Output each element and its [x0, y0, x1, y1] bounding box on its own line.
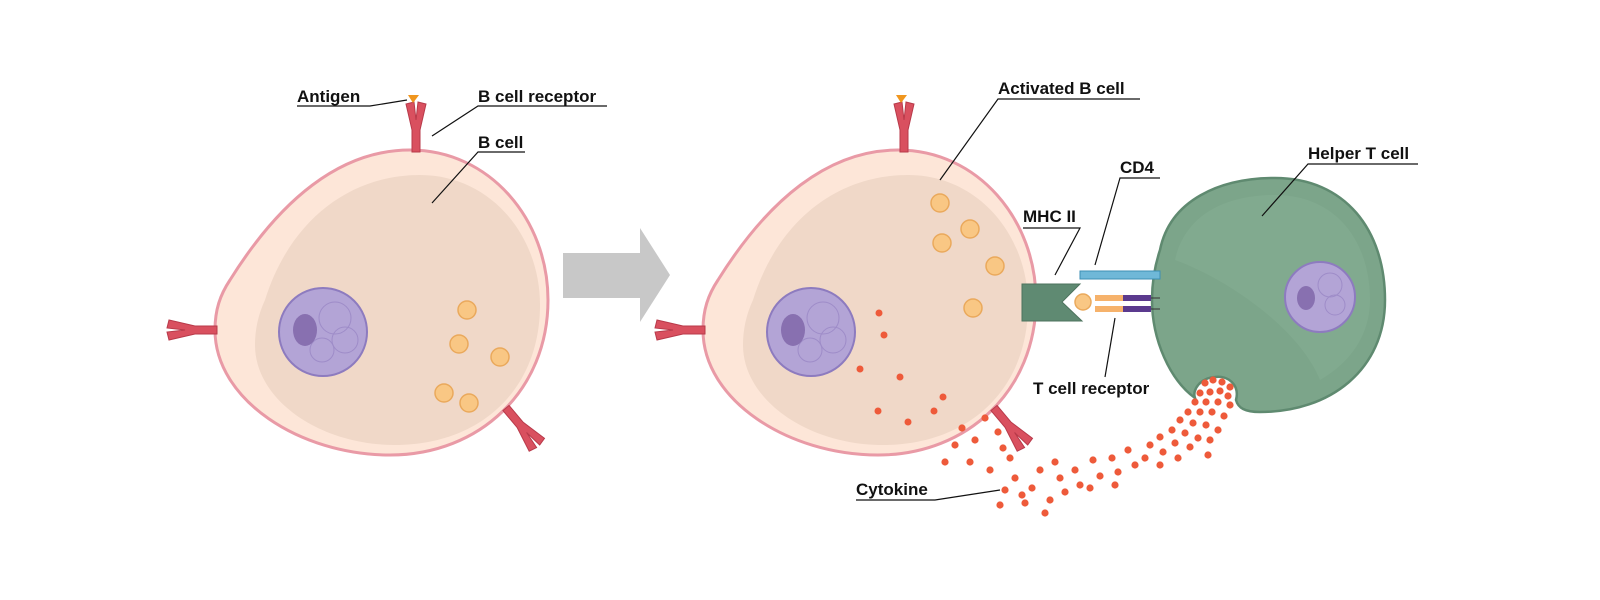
cytokine-dot: [999, 444, 1007, 452]
cytokine-dot: [1184, 408, 1192, 416]
label-mhc-ii: MHC II: [1023, 207, 1076, 226]
cytokine-dot: [971, 436, 979, 444]
antigen-peptide-icon: [1074, 293, 1092, 311]
cytokine-dot: [1202, 398, 1210, 406]
label-b-cell: B cell: [478, 133, 523, 152]
cytokine-dot: [966, 458, 974, 466]
t-cell-receptor-icon: [1095, 295, 1160, 312]
cytokine-dot: [1156, 461, 1164, 469]
cytokine-dot: [958, 424, 966, 432]
cytokine-dot: [941, 458, 949, 466]
cytokine-dot: [1001, 486, 1009, 494]
b-cell-receptor-top: [405, 101, 427, 153]
cytokine-dot: [994, 428, 1002, 436]
vesicles: [930, 193, 1005, 318]
cytokine-dot: [1006, 454, 1014, 462]
cytokine-dot: [1089, 456, 1097, 464]
cytokine-dot: [1208, 408, 1216, 416]
cytokine-dot: [1156, 433, 1164, 441]
b-cell-receptor-bottom: [497, 401, 547, 454]
cytokine-dot: [1201, 379, 1209, 387]
cytokine-dot: [1196, 408, 1204, 416]
cytokine-dot: [1071, 466, 1079, 474]
cytokine-dot: [1051, 458, 1059, 466]
cytokine-dot: [1194, 434, 1202, 442]
internal-cytokines: [856, 309, 947, 426]
cytokine-dot: [1021, 499, 1029, 507]
cytokine-dot: [1041, 509, 1049, 517]
label-t-cell-receptor: T cell receptor: [1033, 379, 1150, 398]
label-antigen: Antigen: [297, 87, 360, 106]
cytokine-dot: [1061, 488, 1069, 496]
cytokine-dot: [981, 414, 989, 422]
cytokine-dot: [1202, 421, 1210, 429]
cytokine-dot: [1046, 496, 1054, 504]
cytokine-dot: [1171, 439, 1179, 447]
cytokine-dot: [1186, 443, 1194, 451]
label-cd4: CD4: [1120, 158, 1155, 177]
label-helper-t-cell: Helper T cell: [1308, 144, 1409, 163]
cytokine-dot: [1196, 389, 1204, 397]
cytokine-dot: [1220, 412, 1228, 420]
cd4-icon: [1079, 270, 1161, 280]
cytokine-dot: [1191, 398, 1199, 406]
mhc-ii-icon: [1021, 283, 1084, 322]
cytokine-dot: [1141, 454, 1149, 462]
cytokine-dot: [1086, 484, 1094, 492]
cytokine-dot: [1218, 378, 1226, 386]
cytokine-dot: [1189, 419, 1197, 427]
cytokine-dot: [1209, 376, 1217, 384]
cytokine-dot: [1114, 468, 1122, 476]
label-activated-b-cell: Activated B cell: [998, 79, 1125, 98]
cytokine-dot: [1224, 392, 1232, 400]
cytokine-dot: [1174, 454, 1182, 462]
cytokine-dot: [1214, 398, 1222, 406]
vesicles: [434, 300, 510, 413]
cytokine-dot: [1159, 448, 1167, 456]
cytokine-dot: [1206, 436, 1214, 444]
helper-t-cell: [1150, 176, 1387, 414]
cytokine-dot: [1076, 481, 1084, 489]
cytokine-dot: [1146, 441, 1154, 449]
cytokine-dot: [1176, 416, 1184, 424]
b-cell: [166, 95, 550, 457]
cytokine-dot: [1124, 446, 1132, 454]
cytokine-dot: [1204, 451, 1212, 459]
cytokine-dot: [1028, 484, 1036, 492]
b-cell-receptor-left: [166, 319, 218, 341]
cytokine-dot: [1216, 387, 1224, 395]
cytokine-dot: [986, 466, 994, 474]
cytokine-dot: [1018, 491, 1026, 499]
cytokine-dot: [1131, 461, 1139, 469]
arrow-icon: [563, 228, 670, 322]
cytokine-dot: [951, 441, 959, 449]
cytokine-dot: [1056, 474, 1064, 482]
cytokine-dot: [1214, 426, 1222, 434]
cytokine-dot: [1111, 481, 1119, 489]
secreted-cytokines: [941, 376, 1234, 517]
label-b-cell-receptor: B cell receptor: [478, 87, 596, 106]
cytokine-dot: [1181, 429, 1189, 437]
cytokine-dot: [1108, 454, 1116, 462]
cytokine-dot: [1168, 426, 1176, 434]
cytokine-dot: [1011, 474, 1019, 482]
activated-b-cell: [654, 95, 1038, 457]
cytokine-dot: [1226, 401, 1234, 409]
cytokine-dot: [1206, 388, 1214, 396]
cytokine-dot: [996, 501, 1004, 509]
label-cytokine: Cytokine: [856, 480, 928, 499]
cytokine-dot: [1036, 466, 1044, 474]
cytokine-dot: [1096, 472, 1104, 480]
antigen-icon: [408, 95, 419, 103]
cytokine-dot: [1226, 383, 1234, 391]
